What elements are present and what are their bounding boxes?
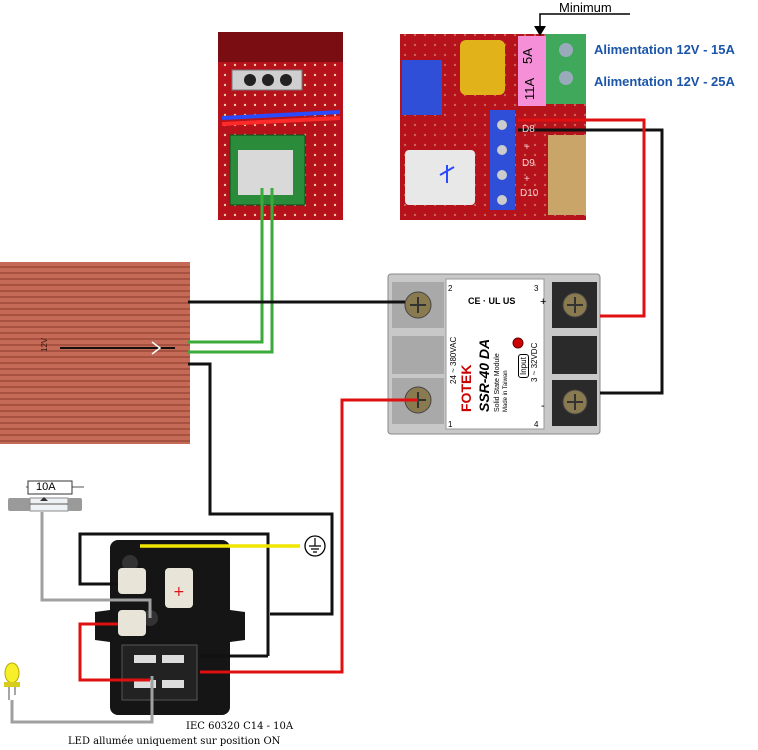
glass-fuse-icon: [8, 480, 84, 512]
iec-inlet-photo: +: [95, 540, 245, 715]
terminal-plus-1: +: [524, 142, 530, 153]
terminal-d9: D9: [522, 158, 535, 169]
ssr-pin-3: 3: [534, 284, 539, 293]
fuse-11a-label: 11A: [522, 77, 537, 100]
ssr-plus: +: [540, 296, 547, 308]
ssr-input-label: Input: [518, 354, 529, 378]
ground-symbol-icon: [304, 535, 326, 557]
ssr-module: [387, 273, 601, 435]
led-icon: [4, 662, 20, 700]
ssr-ac-range: 24 ~ 380VAC: [449, 336, 458, 384]
svg-text:+: +: [173, 584, 185, 600]
ssr-brand: FOTEK: [458, 364, 474, 412]
fuse-5a: [518, 36, 546, 68]
wire-black-heatbed: [188, 300, 405, 616]
ssr-pin-2: 2: [448, 284, 453, 293]
minimum-label: Minimum: [559, 0, 612, 15]
led-note-caption: LED allumée uniquement sur position ON: [68, 736, 281, 747]
ssr-pin-1: 1: [448, 420, 453, 429]
wire-grey: [10, 512, 154, 724]
fuse-11a: [518, 68, 546, 106]
wire-red: [78, 118, 646, 682]
ssr-pin-4: 4: [534, 420, 539, 429]
heatbed-voltage-label: 12V: [40, 337, 49, 352]
ramps-board-photo: [400, 34, 586, 220]
ssr-dc-range: 3 ~ 32VDC: [530, 342, 539, 382]
ssr-minus: -: [541, 400, 545, 412]
terminal-d10: D10: [520, 188, 539, 199]
ssr-certifications: CE · UL US: [468, 296, 516, 306]
ssr-subtitle: Solid State Module: [494, 353, 501, 412]
fuse-rating-label: 10A: [36, 481, 56, 493]
ssr-made-in: Made in Taiwan: [503, 370, 509, 412]
fuse-5a-label: 5A: [520, 48, 535, 64]
ssr-model: SSR-40 DA: [476, 338, 492, 412]
supply-25a-label: Alimentation 12V - 25A: [594, 74, 735, 89]
supply-15a-label: Alimentation 12V - 15A: [594, 42, 735, 57]
wire-green: [188, 188, 274, 354]
wire-black-signal: [518, 128, 664, 395]
terminal-plus-2: +: [524, 174, 530, 185]
stepper-board-photo: [218, 32, 343, 220]
minimum-arrow: [534, 13, 630, 36]
inlet-model-caption: IEC 60320 C14 - 10A: [186, 721, 294, 732]
terminal-d8: D8: [522, 124, 535, 135]
heatbed-photo: [0, 262, 190, 444]
wire-black-inlet: [78, 532, 270, 658]
